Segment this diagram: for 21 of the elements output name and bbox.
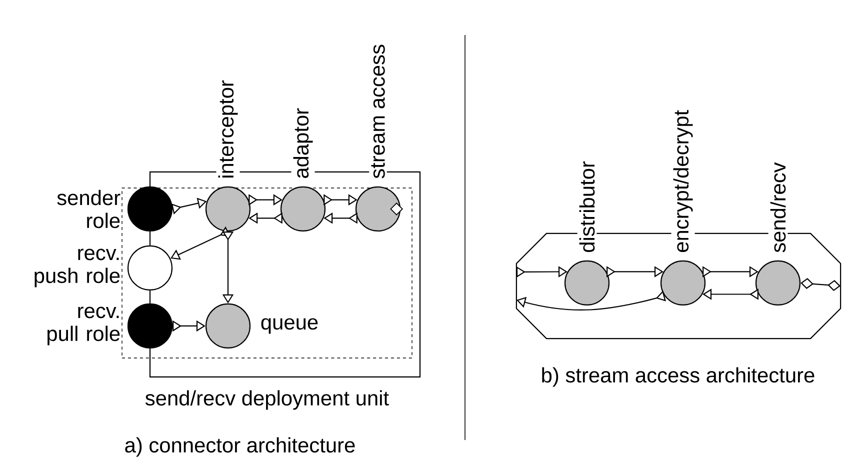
component-circle bbox=[280, 186, 326, 232]
component-circle bbox=[755, 260, 801, 306]
component-label: adaptor bbox=[291, 106, 315, 181]
connector-line bbox=[149, 232, 151, 246]
node-label: recv. pull role bbox=[48, 306, 120, 346]
node-label: queue bbox=[261, 318, 318, 334]
component-label: stream access bbox=[369, 42, 387, 181]
node-label: recv. push role bbox=[34, 248, 120, 288]
component-circle bbox=[564, 260, 610, 306]
component-circle bbox=[355, 186, 401, 232]
node-label: sender role bbox=[57, 190, 120, 228]
caption: a) connector architecture bbox=[125, 437, 355, 457]
component-label: distributor bbox=[577, 159, 597, 255]
component-label: interceptor bbox=[216, 78, 240, 181]
connector-line bbox=[149, 290, 151, 304]
component-circle bbox=[660, 260, 706, 306]
node-label: send/recv deployment unit bbox=[145, 390, 389, 410]
component-label: send/recv bbox=[768, 160, 788, 255]
component-circle bbox=[205, 186, 251, 232]
caption: b) stream access architecture bbox=[542, 367, 814, 387]
component-label: encrypt/decrypt bbox=[671, 108, 695, 255]
